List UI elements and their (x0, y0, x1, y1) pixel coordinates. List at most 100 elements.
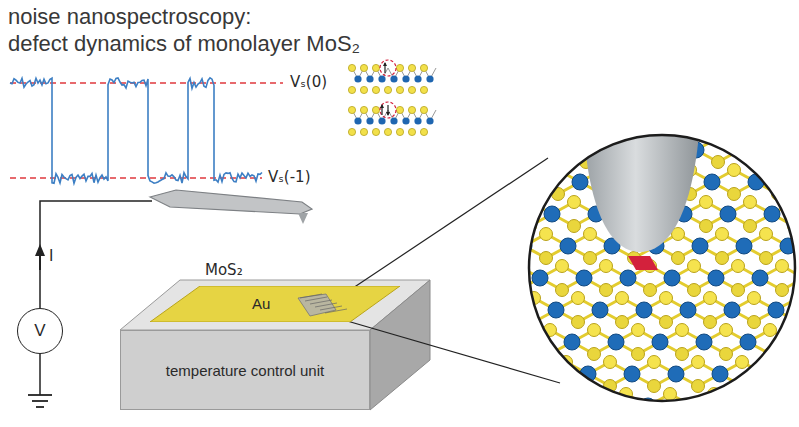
defect-icons (348, 60, 436, 136)
mo-atom (520, 334, 536, 350)
s-atom (688, 284, 701, 297)
vacancy-ring (380, 102, 396, 118)
bond (778, 170, 799, 182)
s-atom (736, 380, 749, 393)
bond (522, 374, 544, 386)
bond (440, 342, 462, 354)
bond (500, 362, 522, 374)
mo-atom (708, 270, 724, 286)
mo-atom (560, 238, 576, 254)
s-atom (472, 380, 485, 393)
mo-atom (428, 238, 444, 254)
s-atom (788, 196, 799, 209)
icon-s-atom (420, 128, 427, 135)
bond (468, 298, 490, 310)
ground-symbol (28, 394, 52, 396)
s-atom (456, 324, 469, 337)
bond (496, 278, 518, 290)
s-atom (672, 252, 685, 265)
s-atom (516, 356, 529, 369)
s-atom (616, 316, 629, 329)
s-atom (752, 412, 765, 425)
s-atom (772, 164, 785, 177)
s-atom (452, 252, 465, 265)
icon-s-atom (420, 64, 427, 71)
bond (470, 170, 492, 182)
s-atom (556, 260, 569, 273)
icon-mo-atom (402, 117, 409, 124)
block-label: temperature control unit (166, 362, 324, 379)
bond (714, 406, 736, 418)
bond (408, 278, 430, 290)
bond (448, 170, 470, 182)
gold-pad: Au (150, 286, 400, 322)
bond (528, 342, 550, 354)
s-atom (576, 388, 589, 401)
mos2-flake (300, 294, 347, 313)
bond (396, 330, 418, 342)
icon-mo-atom (414, 75, 421, 82)
bond (390, 362, 412, 374)
bond (462, 342, 484, 354)
spin-arrow (380, 104, 384, 108)
bond (484, 342, 506, 354)
s-atom (472, 356, 485, 369)
bond (736, 406, 758, 418)
bond (514, 170, 536, 182)
s-atom (540, 228, 553, 241)
s-atom (692, 356, 705, 369)
icon-mo-atom (390, 75, 397, 82)
s-atom (756, 156, 769, 169)
s-atom (688, 260, 701, 273)
bond (454, 138, 476, 150)
s-atom (512, 284, 525, 297)
s-atom (584, 228, 597, 241)
mo-atom (556, 142, 572, 158)
s-atom (692, 380, 705, 393)
bond (582, 406, 604, 418)
bond (494, 394, 516, 406)
s-atom (700, 220, 713, 233)
s-atom (648, 380, 661, 393)
mo-atom (504, 302, 520, 318)
bond (792, 342, 799, 354)
bond (780, 394, 799, 406)
bond (536, 170, 558, 182)
icon-mo-atom (354, 75, 361, 82)
bond (770, 342, 792, 354)
bond (740, 150, 762, 162)
bond (448, 182, 470, 194)
s-atom (632, 324, 645, 337)
bond (476, 138, 498, 150)
mo-atom (748, 174, 764, 190)
s-atom (620, 412, 633, 425)
icon-s-atom (348, 128, 355, 135)
mo-atom (720, 206, 736, 222)
s-atom (536, 156, 549, 169)
bond (564, 138, 586, 150)
s-atom (760, 228, 773, 241)
icon-s-atom (420, 86, 427, 93)
bond (794, 214, 799, 226)
bond (398, 202, 420, 214)
bond (468, 310, 490, 322)
bond (512, 310, 534, 322)
current-arrow (39, 256, 41, 270)
mo-atom (400, 270, 416, 286)
mo-atom (468, 142, 484, 158)
s-atom (412, 348, 425, 361)
mo-atom (764, 206, 780, 222)
icon-s-atom (396, 106, 403, 113)
bond (424, 298, 446, 310)
s-atom (704, 292, 717, 305)
bond (508, 214, 530, 226)
mo-atom (488, 270, 504, 286)
s-atom (660, 292, 673, 305)
s-atom (676, 324, 689, 337)
s-atom (756, 132, 769, 145)
s-atom (648, 356, 661, 369)
gold-pad-shape (150, 286, 400, 322)
bond (560, 394, 582, 406)
icon-mo-atom (426, 117, 433, 124)
mo-atom (484, 174, 500, 190)
